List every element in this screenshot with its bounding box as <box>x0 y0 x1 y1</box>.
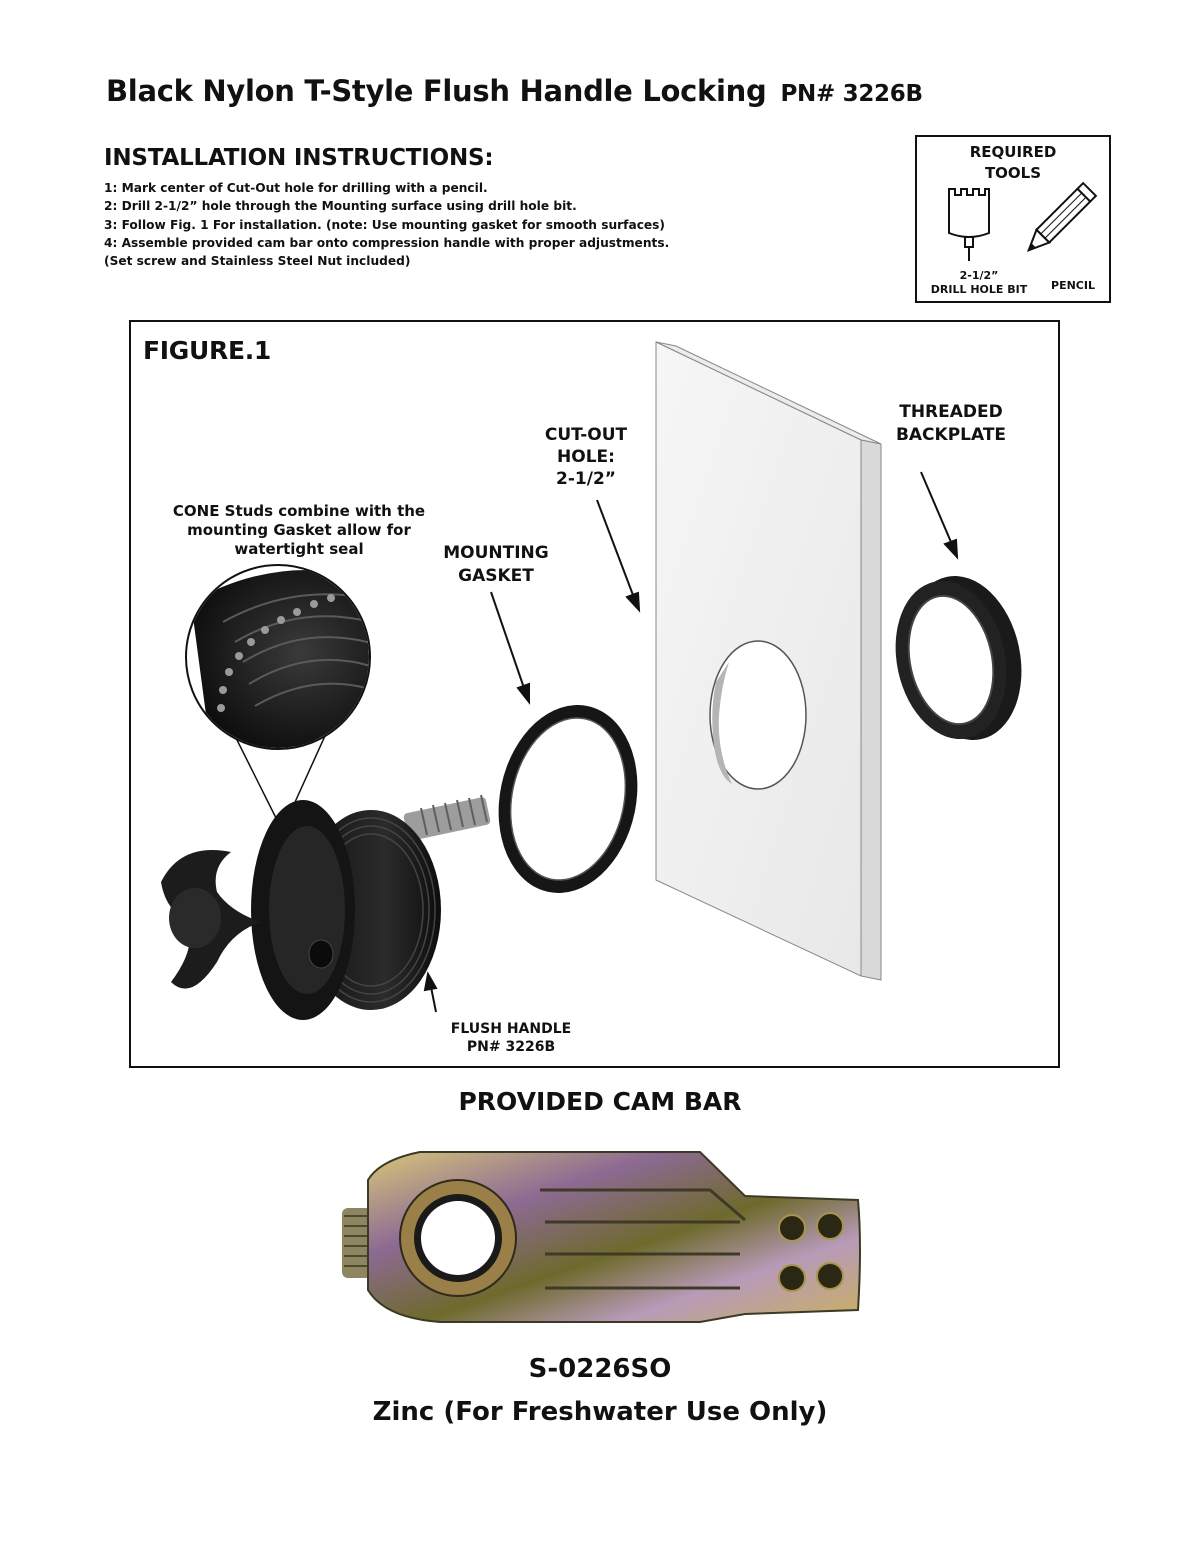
threaded-backplate-label: THREADED BACKPLATE <box>895 402 1007 445</box>
drill-bit-label: 2-1/2” DRILL HOLE BIT <box>930 269 1028 296</box>
cut-out-hole-label: CUT-OUT HOLE: 2-1/2” <box>544 425 628 489</box>
step-note: (Set screw and Stainless Steel Nut inclu… <box>104 254 411 269</box>
step-4: 4: Assemble provided cam bar onto compre… <box>104 235 670 250</box>
cone-stud-detail <box>185 564 371 823</box>
step-3: 3: Follow Fig. 1 For installation. (note… <box>104 217 666 232</box>
exploded-assembly-illustration <box>161 341 1022 1020</box>
pencil-label: PENCIL <box>1051 279 1095 292</box>
step-2: 2: Drill 2-1/2” hole through the Mountin… <box>104 199 577 214</box>
callout-arrows <box>423 471 959 1013</box>
threaded-backplate <box>895 575 1022 741</box>
pencil-icon <box>1026 181 1098 253</box>
required-tools-box: REQUIRED TOOLS 2-1/2” DRILL HOLE BIT PEN… <box>915 135 1111 303</box>
flush-handle <box>161 794 491 1020</box>
title-part-number: PN# 3226B <box>780 81 923 107</box>
cone-studs-note: CONE Studs combine with the mounting Gas… <box>172 502 426 558</box>
mounting-panel <box>655 341 882 981</box>
required-tools-heading: REQUIRED TOOLS <box>969 143 1057 182</box>
cam-bar-part-number: S-0226SO <box>528 1354 672 1384</box>
hole-saw-drill-bit-icon <box>948 188 990 261</box>
installation-steps: 1: Mark center of Cut-Out hole for drill… <box>104 179 669 270</box>
title-text: Black Nylon T-Style Flush Handle Locking <box>106 74 767 108</box>
figure-title: FIGURE.1 <box>143 336 272 365</box>
figure-1: FIGURE.1 <box>129 320 1060 1068</box>
mounting-gasket <box>498 705 638 893</box>
cam-bar-description: Zinc (For Freshwater Use Only) <box>372 1397 828 1427</box>
step-1: 1: Mark center of Cut-Out hole for drill… <box>104 181 488 195</box>
flush-handle-label: FLUSH HANDLE PN# 3226B <box>450 1021 572 1055</box>
installation-heading: INSTALLATION INSTRUCTIONS: <box>104 145 494 171</box>
document-title: Black Nylon T-Style Flush Handle Locking… <box>106 74 923 108</box>
cam-bar-heading: PROVIDED CAM BAR <box>458 1087 742 1116</box>
mounting-gasket-label: MOUNTING GASKET <box>443 543 549 586</box>
